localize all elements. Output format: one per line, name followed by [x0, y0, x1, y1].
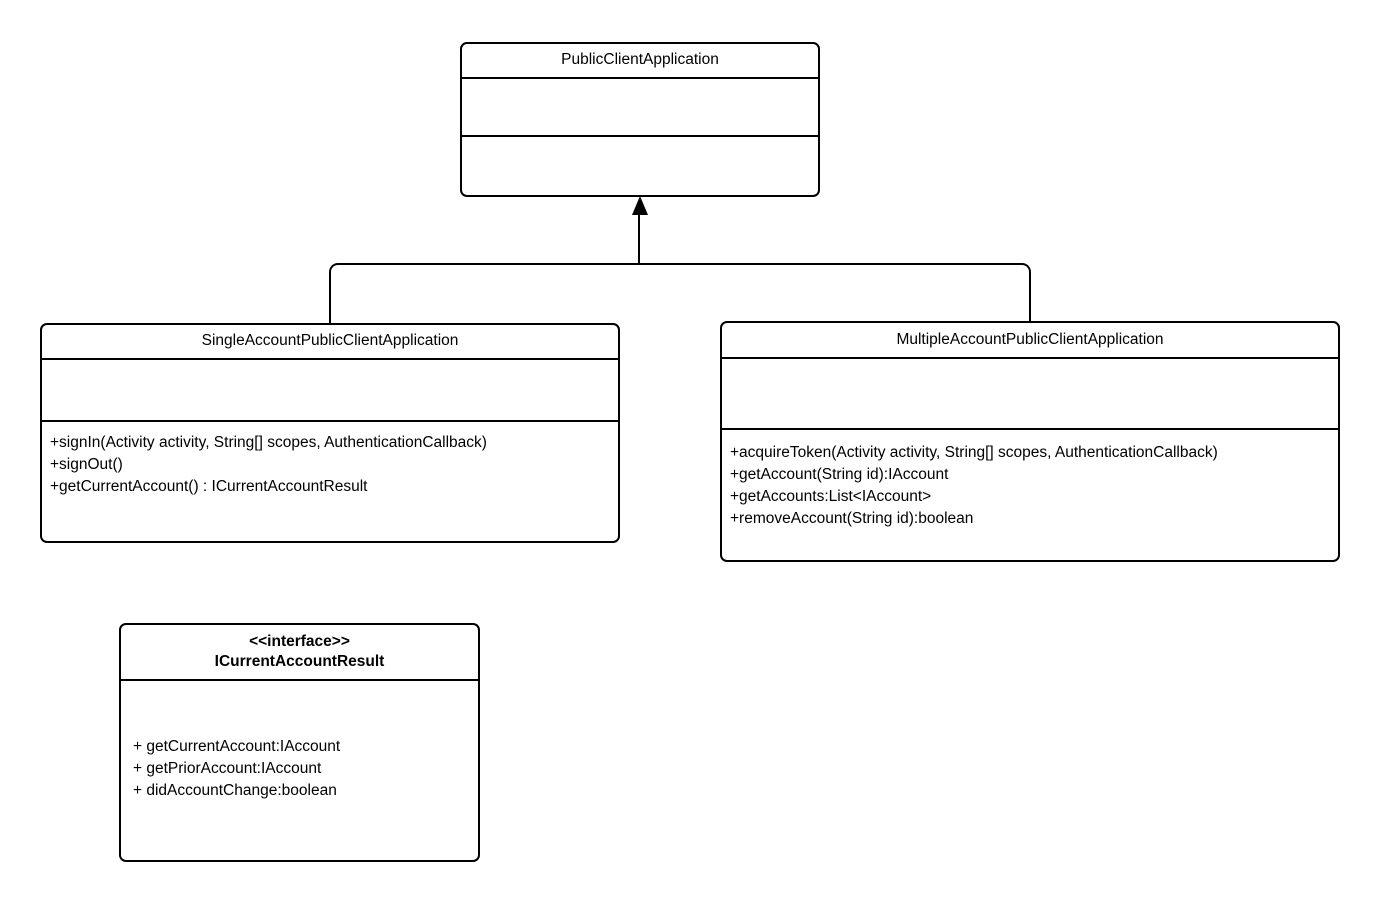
method-line: +getCurrentAccount() : ICurrentAccountRe…: [50, 478, 368, 495]
method-line: +acquireToken(Activity activity, String[…: [730, 444, 1218, 461]
class-methods-multiple-account-public-client-application: +acquireToken(Activity activity, String[…: [722, 430, 1338, 562]
method-line: + getPriorAccount:IAccount: [133, 760, 322, 777]
method-line: +signOut(): [50, 456, 123, 473]
class-box-multiple-account-public-client-application[interactable]: MultipleAccountPublicClientApplication +…: [720, 321, 1340, 562]
class-title-text: SingleAccountPublicClientApplication: [201, 332, 459, 350]
generalization-branch-left: [329, 272, 331, 324]
method-line: +getAccount(String id):IAccount: [730, 466, 949, 483]
class-name-single-account-public-client-application: SingleAccountPublicClientApplication: [42, 325, 618, 360]
generalization-corner-left: [329, 263, 340, 274]
class-attributes-public-client-application: [462, 79, 818, 137]
class-name-public-client-application: PublicClientApplication: [462, 44, 818, 79]
generalization-arrowhead: [632, 196, 648, 215]
class-title-text: MultipleAccountPublicClientApplication: [896, 330, 1164, 348]
class-methods-single-account-public-client-application: +signIn(Activity activity, String[] scop…: [42, 422, 618, 541]
method-line: + getCurrentAccount:IAccount: [133, 738, 341, 755]
generalization-branch-right: [1029, 272, 1031, 323]
method-line: +signIn(Activity activity, String[] scop…: [50, 434, 487, 451]
class-box-icurrentaccountresult[interactable]: <<interface>> ICurrentAccountResult + ge…: [119, 623, 480, 862]
method-line: + didAccountChange:boolean: [133, 782, 337, 799]
method-line: +removeAccount(String id):boolean: [730, 510, 974, 527]
interface-methods-icurrentaccountresult: + getCurrentAccount:IAccount + getPriorA…: [121, 681, 478, 864]
generalization-corner-right: [1020, 263, 1031, 274]
class-box-public-client-application[interactable]: PublicClientApplication: [460, 42, 820, 197]
interface-stereotype-text: <<interface>>: [249, 632, 350, 650]
class-methods-public-client-application: [462, 137, 818, 195]
interface-title-text: ICurrentAccountResult: [214, 653, 385, 670]
generalization-stem-vertical: [638, 214, 640, 265]
class-title-text: PublicClientApplication: [561, 51, 719, 69]
class-attributes-multiple-account-public-client-application: [722, 359, 1338, 430]
class-box-single-account-public-client-application[interactable]: SingleAccountPublicClientApplication +si…: [40, 323, 620, 543]
generalization-horizontal-bar: [338, 263, 1022, 265]
method-line: +getAccounts:List<IAccount>: [730, 488, 932, 505]
class-name-multiple-account-public-client-application: MultipleAccountPublicClientApplication: [722, 323, 1338, 359]
interface-name-icurrentaccountresult: <<interface>> ICurrentAccountResult: [121, 625, 478, 681]
class-attributes-single-account-public-client-application: [42, 360, 618, 422]
